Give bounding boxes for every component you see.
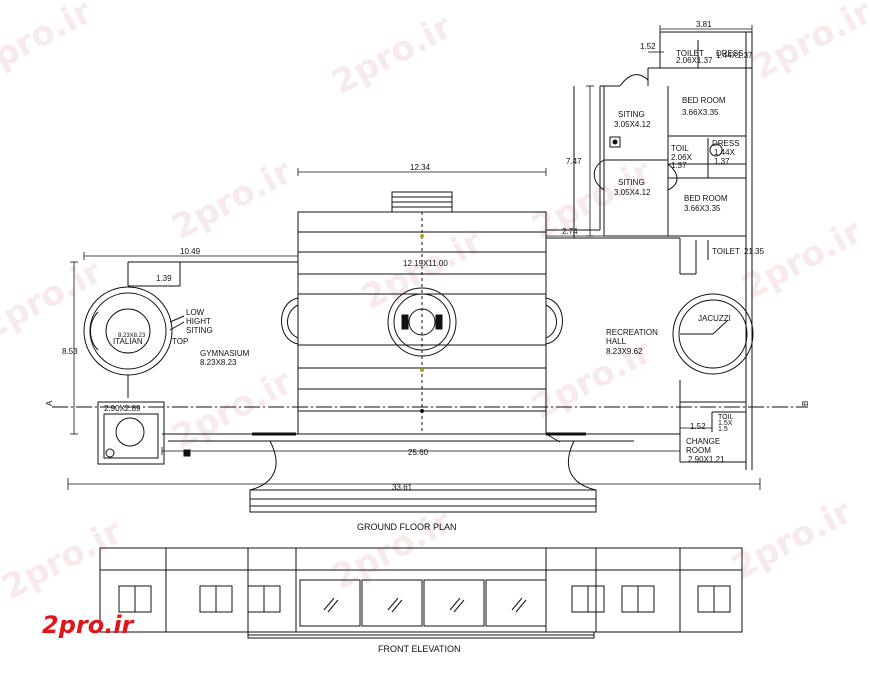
toil-dim-a: 2.06X [671, 153, 693, 162]
section-marker-left: A [45, 400, 54, 406]
jacuzzi-label: JACUZZI [698, 314, 731, 323]
italian-top-label-b: TOP [172, 337, 188, 346]
dim-3-81: 3.81 [696, 20, 712, 29]
bedroom-lower-label: BED ROOM [684, 194, 728, 203]
gym-size-mini: 8.23X8.23 [118, 333, 146, 339]
watermark: 2pro.ir [165, 152, 298, 248]
top-dress-label: DRESS [716, 49, 744, 58]
watermark: 2pro.ir [745, 0, 870, 88]
bedroom-upper-label: BED ROOM [682, 96, 726, 105]
bedroom-upper-size: 3.66X3.35 [682, 108, 719, 117]
dress-dim-a: 1.44X [714, 148, 736, 157]
dim-7-47: 7.47 [566, 157, 582, 166]
plan-title: GROUND FLOOR PLAN [357, 522, 457, 532]
bedroom-wing: SITING 3.05X4.12 SITING 3.05X4.12 BED RO… [546, 31, 765, 470]
watermark: 2pro.ir [735, 212, 868, 308]
siting-upper-label: SITING [618, 110, 645, 119]
watermark: 2pro.ir [0, 252, 109, 348]
dimension-lines: 3.81 1.52 7.47 12.34 2.74 10.49 1.39 8.5… [62, 20, 761, 492]
toil-label: TOIL [671, 144, 689, 153]
watermark: 2pro.ir [165, 362, 298, 458]
recreation-size-label: 8.23X9.62 [606, 347, 643, 356]
top-dress-dims: 1.44X1.37 [716, 51, 753, 60]
dim-1-52-top: 1.52 [640, 42, 656, 51]
change-room-size: 2.90X1.21 [688, 455, 725, 464]
central-hall: 12.19X11.00 [281, 191, 563, 435]
watermark: 2pro.ir [0, 512, 129, 608]
dim-1-52-right: 1.52 [690, 422, 706, 431]
toilet-right-dim: 21.35 [744, 247, 765, 256]
bedroom-lower-size: 3.66X3.35 [684, 204, 721, 213]
dim-2-74: 2.74 [562, 227, 578, 236]
top-toilet-label: TOILET [676, 49, 704, 58]
dim-10-49: 10.49 [180, 247, 201, 256]
gym-name-label: GYMNASIUM [200, 349, 250, 358]
gym-size-label: 8.23X8.23 [200, 358, 237, 367]
italian-top-label: ITALIAN [113, 337, 143, 346]
brand-logo[interactable]: 2pro.ir [42, 611, 134, 639]
toil-dim-b: 1.37 [671, 161, 687, 170]
watermark: 2pro.ir [325, 7, 458, 103]
watermark: 2pro.ir [0, 0, 99, 88]
dress-label: DRESS [712, 139, 740, 148]
watermark: 2pro.ir [325, 502, 458, 598]
watermark: 2pro.ir [725, 492, 858, 588]
dim-1-39: 1.39 [156, 274, 172, 283]
dim-33-61: 33.61 [392, 483, 413, 492]
siting-lower-size: 3.05X4.12 [614, 188, 651, 197]
elevation-title: FRONT ELEVATION [378, 644, 461, 654]
dim-12-34: 12.34 [410, 163, 431, 172]
corner-size-label: 2.90X2.89 [104, 404, 141, 413]
watermark: 2pro.ir [525, 152, 658, 248]
front-elevation [99, 547, 743, 639]
dress-dim-b: 1.37 [714, 157, 730, 166]
section-line: A B [45, 400, 810, 408]
siting-upper-size: 3.05X4.12 [614, 120, 651, 129]
corner-tower: 2.90X2.89 [97, 401, 191, 465]
entrance-platform [162, 432, 640, 513]
toilet-right-label: TOILET [712, 247, 740, 256]
top-toilet-dims: 2.06X1.37 [676, 56, 713, 65]
section-marker-right: B [801, 401, 810, 406]
hall-size-label: 12.19X11.00 [403, 259, 448, 268]
dim-25-60: 25.60 [408, 448, 429, 457]
siting-lower-label: SITING [618, 178, 645, 187]
dim-8-53: 8.53 [62, 347, 78, 356]
